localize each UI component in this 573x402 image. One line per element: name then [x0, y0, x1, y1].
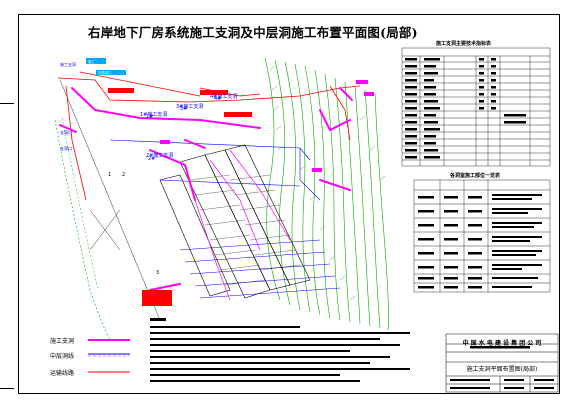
tunnel-labels: 1# 2# 3# 4#: [146, 96, 221, 162]
annotation-box-text: 施工 支洞洞口: [88, 59, 111, 75]
svg-text:支洞口: 支洞口: [60, 129, 72, 135]
terrain-contours: [264, 57, 389, 331]
blue-notes: 施工支洞 支洞口 支洞口: [60, 61, 76, 151]
powerhouse-caverns: [159, 144, 311, 299]
annotation-boxes: [86, 58, 252, 306]
table1-caption: 施工支洞主要技术指标表: [436, 41, 492, 47]
tunnel-label-2: 2#施工支洞: [146, 153, 174, 159]
svg-text:2#: 2#: [148, 156, 155, 162]
table2-caption: 各洞室施工部位一览表: [450, 173, 501, 179]
table-sections: [413, 179, 551, 293]
title-block-drawing-name: 施工支洞平面布置图(局部): [466, 366, 538, 373]
adit-links: [194, 149, 291, 301]
svg-text:1#: 1#: [146, 114, 153, 120]
legend-samples: [88, 339, 130, 373]
section-label-2: 2: [122, 172, 126, 178]
adit-markers: [160, 80, 374, 172]
axis-line-3: [89, 209, 121, 251]
tunnel-label-1: 1#施工支洞: [140, 112, 168, 118]
drawing-title: 右岸地下厂房系统施工支洞及中层洞施工布置平面图(局部): [88, 25, 418, 40]
construction-adits: [59, 87, 353, 291]
tunnel-label-3: 3#施工支洞: [176, 104, 204, 110]
svg-text:3#: 3#: [180, 106, 187, 112]
table-technical-cells: [405, 58, 526, 159]
terrain-hatch: [269, 65, 386, 301]
tailrace-tunnels: [179, 239, 341, 299]
river-bank-line: [54, 119, 111, 341]
svg-text:施工支洞: 施工支洞: [60, 61, 76, 67]
tunnel-label-4: 4#施工支洞: [210, 94, 238, 100]
margin-mark-left: [0, 103, 14, 104]
svg-text:支洞洞口: 支洞洞口: [98, 70, 111, 75]
svg-text:4#: 4#: [214, 96, 221, 102]
table-technical: [401, 47, 551, 167]
title-block: [445, 333, 559, 393]
river-bank-line-2: [61, 117, 99, 291]
legend-label-middle: 中层洞线: [50, 353, 75, 360]
title-block-cells: [450, 346, 554, 389]
legend-label-road: 运输线路: [50, 370, 75, 377]
access-roads: [57, 71, 361, 201]
section-label-3: 3: [156, 270, 160, 276]
svg-text:施工: 施工: [88, 59, 95, 64]
legend-label-adit: 施工支洞: [50, 338, 75, 345]
title-block-company: 中 国 水 电 建 设 集 团 公 司: [462, 340, 542, 347]
svg-text:支洞口: 支洞口: [60, 145, 72, 151]
section-label-1: 1: [108, 172, 112, 178]
axis-line: [59, 79, 161, 321]
notes-block: [150, 318, 410, 382]
margin-mark-bottom: [0, 388, 14, 389]
cavern-structures: [109, 139, 321, 201]
table-sections-cells: [418, 194, 542, 289]
